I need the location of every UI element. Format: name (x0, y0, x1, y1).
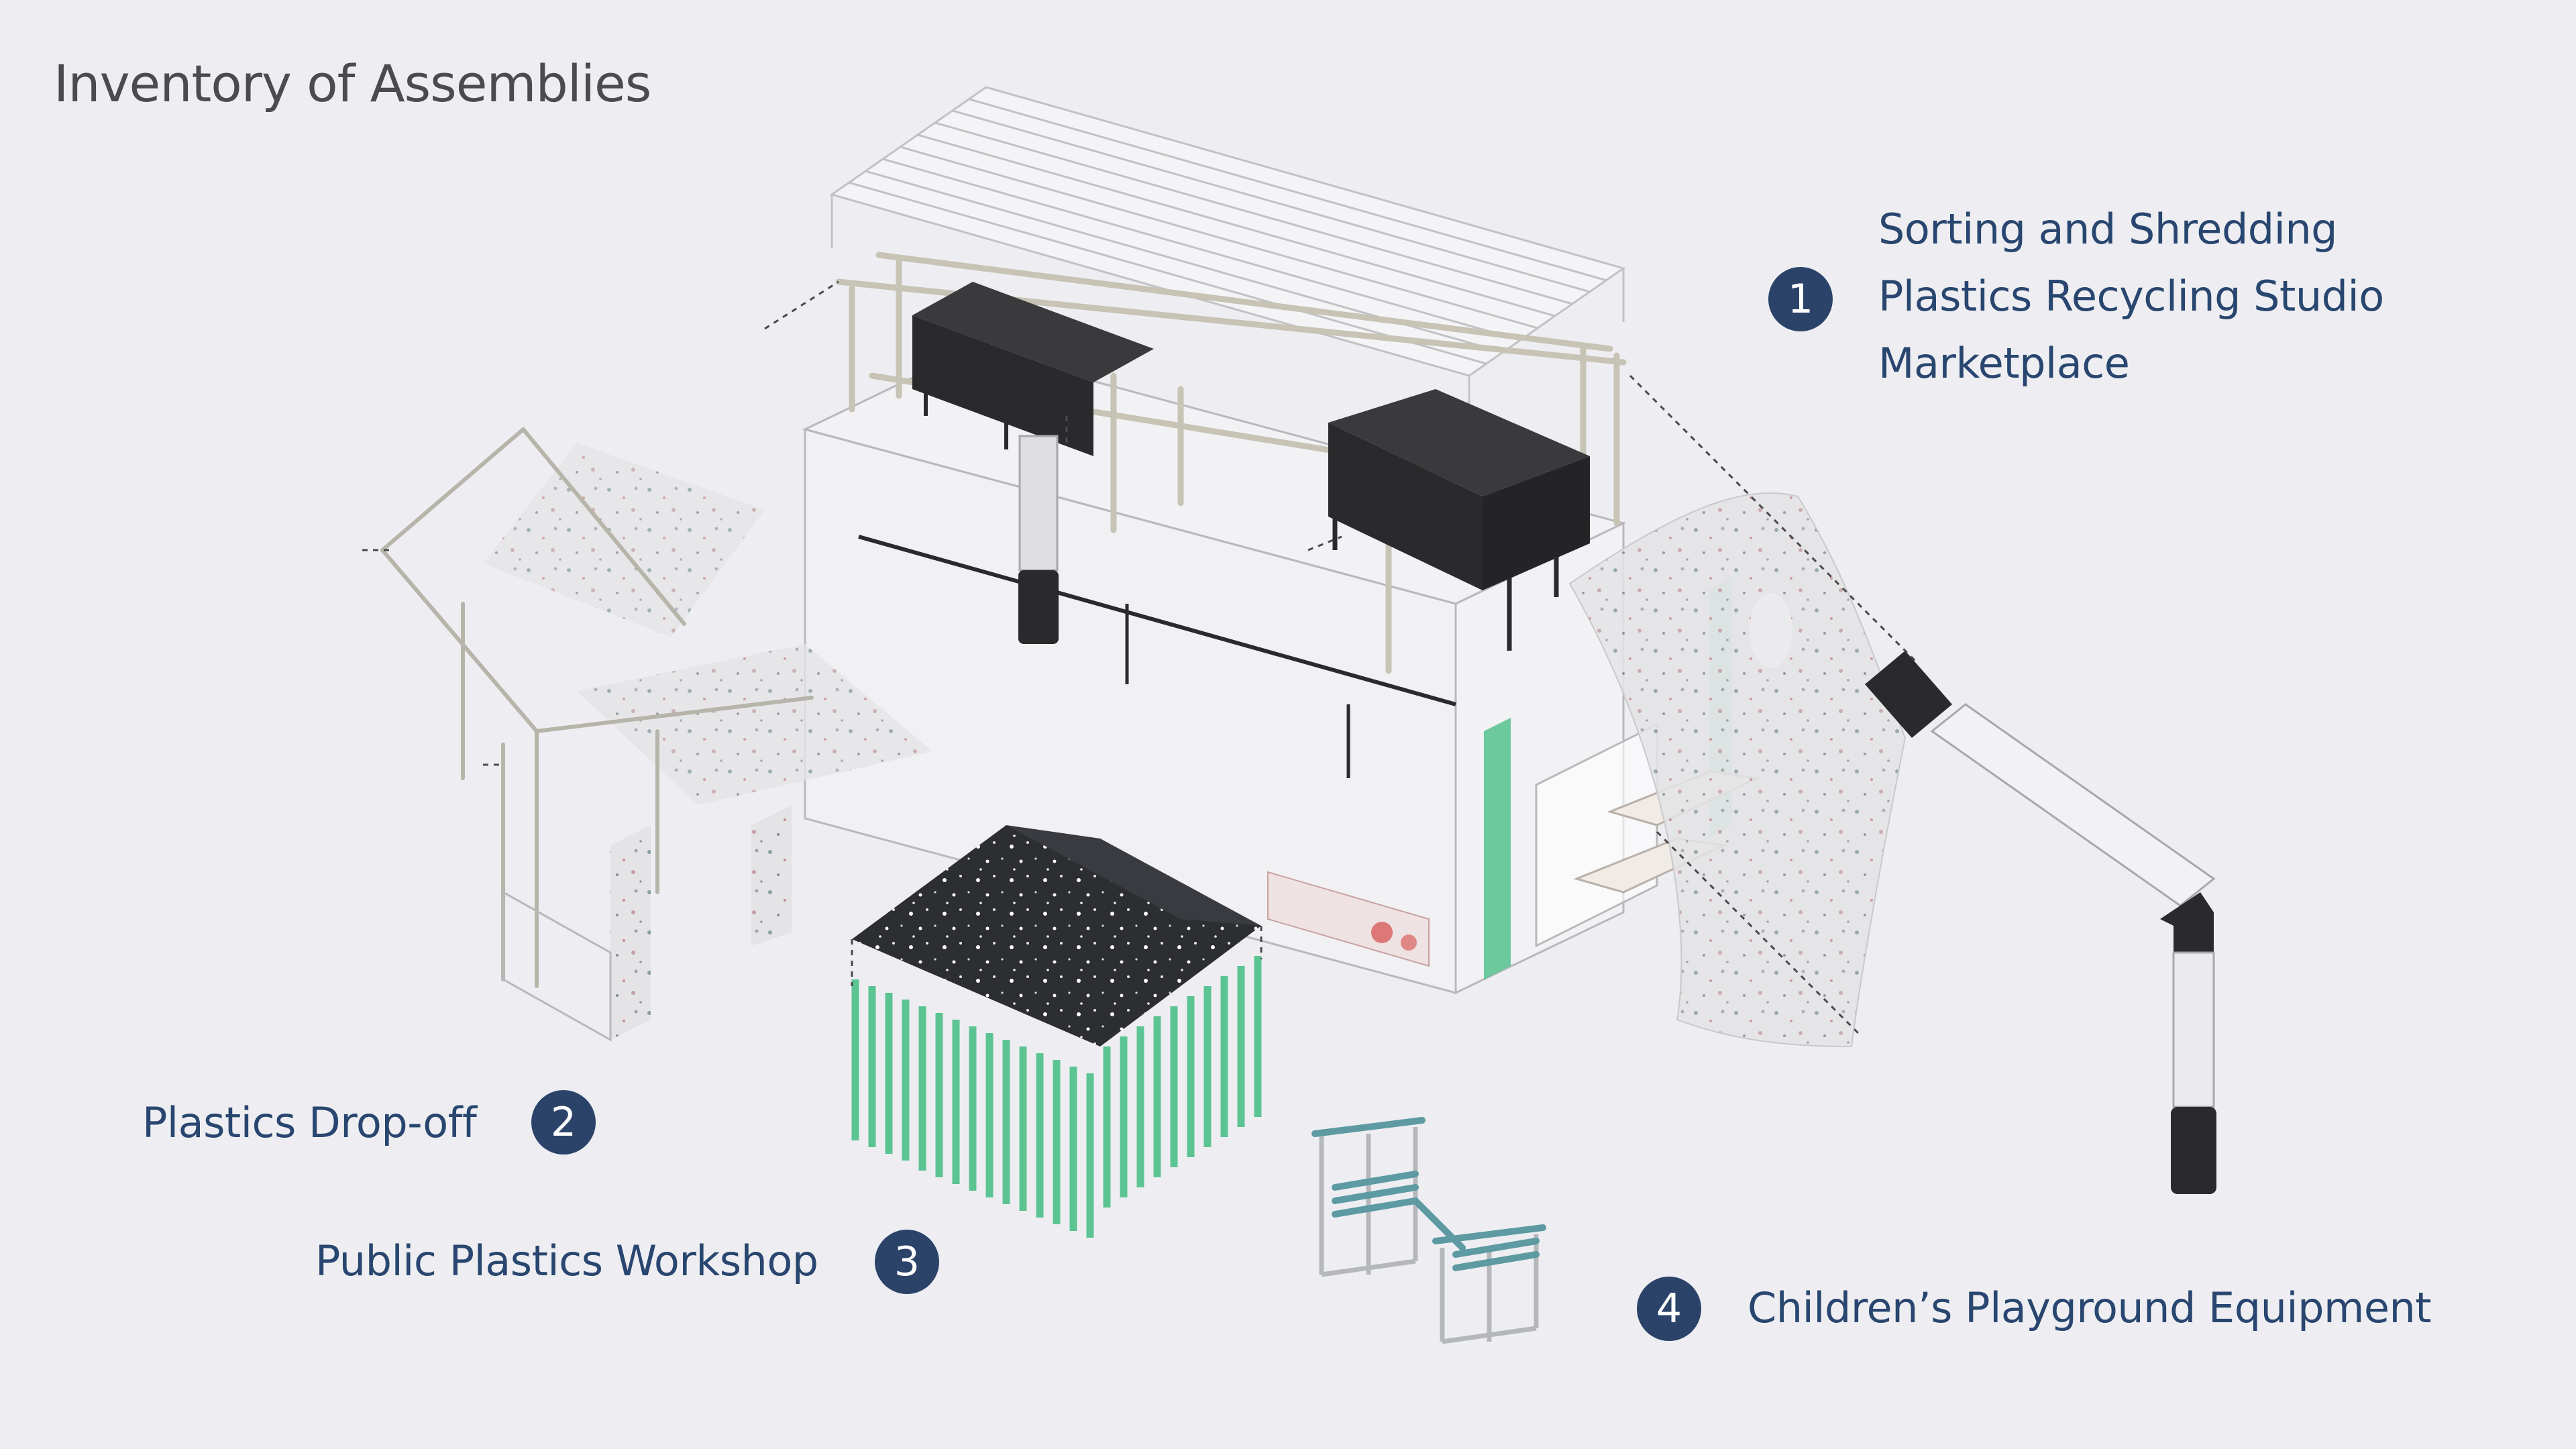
assembly-label-4: Children’s Playground Equipment (1748, 1283, 2432, 1332)
pipe-assembly (1865, 651, 2216, 1194)
assembly-label-1-line-2: Plastics Recycling Studio (1878, 272, 2384, 321)
assembly-badge-1: 1 (1768, 267, 1833, 331)
recycled-panel (1267, 871, 1430, 967)
assembly-label-1-line-3: Marketplace (1878, 339, 2130, 388)
page-title: Inventory of Assemblies (54, 54, 651, 113)
shredder-module-left (912, 282, 1154, 456)
shredder-module-right (1328, 389, 1590, 651)
explode-lines (362, 280, 1920, 1034)
terrazzo-curved-panel (1568, 492, 1907, 1048)
assembly-label-2: Plastics Drop-off (142, 1098, 477, 1147)
workshop-assembly (851, 825, 1262, 1238)
playground-assembly (1311, 1117, 1546, 1344)
chute-pipe (1018, 435, 1059, 644)
assembly-label-3: Public Plastics Workshop (315, 1236, 818, 1285)
assembly-badge-3: 3 (875, 1230, 939, 1294)
assembly-label-1-line-1: Sorting and Shredding (1878, 205, 2338, 254)
assembly-badge-2: 2 (531, 1090, 596, 1155)
roof-slats (829, 86, 1626, 429)
drop-off-assembly (380, 427, 932, 1042)
assembly-badge-4: 4 (1637, 1277, 1701, 1341)
